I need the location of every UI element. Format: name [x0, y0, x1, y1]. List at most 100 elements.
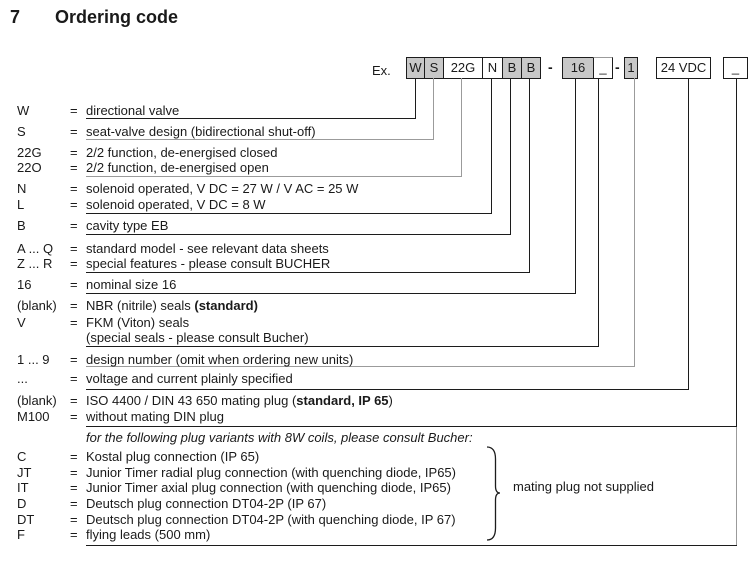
connector-line-seals [598, 78, 599, 347]
row-equals: = [70, 409, 78, 424]
connector-line-plug-lower [736, 427, 737, 546]
rule-22 [86, 176, 462, 177]
row-label: D [17, 496, 27, 511]
row-description: 2/2 function, de-energised open [86, 160, 269, 175]
connector-line-n [491, 78, 492, 214]
row-description: solenoid operated, V DC = 27 W / V AC = … [86, 181, 359, 196]
code-box-b1: B [502, 57, 522, 79]
legend-row: W=directional valve [0, 104, 754, 119]
row-label: N [17, 181, 27, 196]
legend-row: (blank)=NBR (nitrile) seals (standard) [0, 299, 754, 314]
code-box-s: S [424, 57, 444, 79]
rule-w [86, 118, 416, 119]
code-box-w: W [406, 57, 425, 79]
page-title: Ordering code [55, 7, 179, 27]
legend-row: 22G = 2/2 function, de-energised closed [0, 146, 754, 161]
row-equals: = [70, 496, 78, 511]
row-label: (blank) [17, 298, 57, 313]
row-description: Junior Timer radial plug connection (wit… [86, 465, 456, 480]
rule-16 [86, 293, 576, 294]
row-label: L [17, 197, 25, 212]
row-description: Deutsch plug connection DT04-2P (with qu… [86, 512, 456, 527]
row-description: for the following plug variants with 8W … [86, 430, 473, 445]
row-description: seat-valve design (bidirectional shut-of… [86, 124, 316, 139]
connector-line-design [634, 78, 635, 367]
rule-seals [86, 346, 599, 347]
section-number: 7 [10, 7, 21, 27]
row-label: S [17, 124, 26, 139]
mating-plug-note: mating plug not supplied [513, 479, 654, 494]
rule-design [86, 366, 635, 367]
legend-row: L=solenoid operated, V DC = 8 W [0, 198, 754, 213]
code-box-16: 16 [562, 57, 594, 79]
legend-row: JT = Junior Timer radial plug connection (… [0, 466, 754, 481]
row-description: Deutsch plug connection DT04-2P (IP 67) [86, 496, 327, 511]
legend-row: DT = Deutsch plug connection DT04-2P (with… [0, 513, 754, 528]
row-description: (special seals - please consult Bucher) [86, 330, 309, 345]
row-label: B [17, 218, 26, 233]
row-equals: = [70, 145, 78, 160]
rule-voltage [86, 389, 689, 390]
row-label: ... [17, 371, 28, 386]
row-label: F [17, 527, 25, 542]
row-equals: = [70, 277, 78, 292]
row-label: Z ... R [17, 256, 53, 271]
row-description: Kostal plug connection (IP 65) [86, 449, 260, 464]
row-label: 1 ... 9 [17, 352, 50, 367]
code-box-plug: _ [723, 57, 748, 79]
code-box-22g: 22G [443, 57, 483, 79]
legend-row: ...=voltage and current plainly specifie… [0, 372, 754, 387]
row-label: JT [17, 465, 32, 480]
row-equals: = [70, 527, 78, 542]
example-label: Ex. [372, 63, 391, 78]
connector-line-w [415, 78, 416, 119]
row-equals: = [70, 393, 78, 408]
row-description: 2/2 function, de-energised closed [86, 145, 278, 160]
legend-row: S=seat-valve design (bidirectional shut-… [0, 125, 754, 140]
legend-row: C=Kostal plug connection (IP 65) [0, 450, 754, 465]
separator-dash-2: - [615, 59, 620, 75]
row-equals: = [70, 465, 78, 480]
plug-variants-note: for the following plug variants with 8W … [0, 431, 754, 446]
row-description: ISO 4400 / DIN 43 650 mating plug (stand… [86, 393, 393, 408]
rule-m100 [86, 426, 737, 427]
row-label: IT [17, 480, 29, 495]
row-description: special features - please consult BUCHER [86, 256, 331, 271]
connector-line-s [433, 78, 434, 140]
separator-dash-1: - [548, 59, 553, 75]
rule-bottom [86, 545, 737, 546]
row-equals: = [70, 512, 78, 527]
row-label: 16 [17, 277, 32, 292]
legend-row: B = cavity type EB [0, 219, 754, 234]
legend-row: D = Deutsch plug connection DT04-2P (IP 67… [0, 497, 754, 512]
row-label: M100 [17, 409, 50, 424]
row-label: W [17, 103, 30, 118]
row-equals: = [70, 298, 78, 313]
legend-row: N=solenoid operated, V DC = 27 W / V AC … [0, 182, 754, 197]
connector-line-22g [461, 78, 462, 177]
row-equals: = [70, 352, 78, 367]
row-label: V [17, 315, 26, 330]
connector-line-16 [575, 78, 576, 294]
rule-b [86, 234, 511, 235]
row-description: cavity type EB [86, 218, 169, 233]
row-equals: = [70, 218, 78, 233]
legend-row: 1 ... 9 = design number (omit when orderin… [0, 353, 754, 368]
row-label: A ... Q [17, 241, 54, 256]
rule-az [86, 272, 530, 273]
row-equals: = [70, 256, 78, 271]
code-box-voltage: 24 VDC [656, 57, 711, 79]
code-box-seal-blank: _ [593, 57, 613, 79]
row-label: 22G [17, 145, 42, 160]
row-label: 22O [17, 160, 42, 175]
code-box-n: N [482, 57, 503, 79]
connector-line-b2 [529, 78, 530, 273]
row-description: design number (omit when ordering new un… [86, 352, 354, 367]
row-equals: = [70, 241, 78, 256]
legend-row-continuation: (special seals - please consult Bucher) [0, 331, 754, 346]
legend-row: A ... Q=standard model - see relevant da… [0, 242, 754, 257]
row-equals: = [70, 160, 78, 175]
rule-s [86, 139, 434, 140]
row-label: DT [17, 512, 35, 527]
legend-row: IT=Junior Timer axial plug connection (w… [0, 481, 754, 496]
